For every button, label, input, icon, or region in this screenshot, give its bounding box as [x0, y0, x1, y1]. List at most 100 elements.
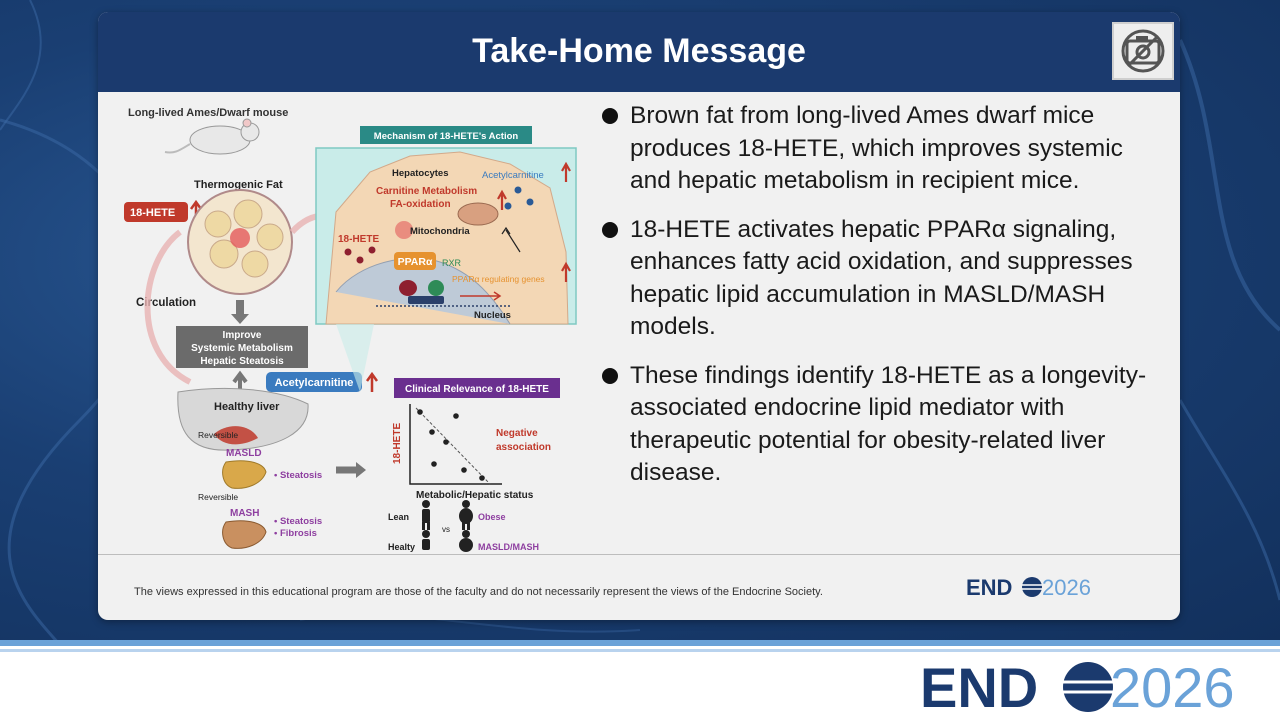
down-arrow-head: [231, 314, 249, 324]
negative-label: Negative: [496, 428, 538, 439]
healthy-person-icon: [422, 530, 430, 550]
slide-card: Take-Home Message Long-lived Ames/Dwarf …: [98, 12, 1180, 620]
obese-label: Obese: [478, 512, 506, 522]
endo-logo-large: END 2026: [920, 655, 1270, 720]
logo-end-text: END: [966, 575, 1012, 600]
acetylcarnitine-badge: [266, 372, 362, 392]
pathway-arrow: [505, 229, 521, 253]
scatter-point: [417, 409, 423, 415]
liver-spot: [214, 426, 258, 445]
ppara-receptor-icon: [399, 280, 417, 296]
up-arrow-metab-icon: [497, 189, 507, 210]
trend-line: [415, 407, 491, 485]
scatter-point: [461, 467, 467, 473]
ppara-genes-label: PPARα regulating genes: [452, 274, 545, 284]
hete-inner-label: 18-HETE: [338, 234, 379, 245]
logo-globe-icon: [1022, 577, 1042, 597]
rxr-receptor-icon: [428, 280, 444, 296]
acetylcarnitine-inner-label: Acetylcarnitine: [482, 170, 544, 181]
mash-liver-icon: [222, 520, 267, 549]
improve-steatosis-label: Hepatic Steatosis: [200, 356, 284, 367]
healty-label: Healty: [388, 542, 415, 552]
clinical-title-box: [394, 378, 560, 398]
bullet-item: These findings identify 18-HETE as a lon…: [598, 360, 1158, 490]
fa-oxidation-label: FA-oxidation: [390, 199, 451, 210]
up-arrow-acetyl-icon: [561, 161, 571, 182]
slide-header: [98, 12, 1180, 92]
hete-badge-label: 18-HETE: [130, 207, 175, 219]
masld-person-icon: [459, 530, 473, 552]
masld-label: MASLD: [226, 448, 262, 459]
molecule-dot: [526, 198, 534, 206]
slide-title: Take-Home Message: [472, 32, 806, 70]
bullet-dot-icon: [602, 221, 618, 238]
mouse-label: Long-lived Ames/Dwarf mouse: [128, 107, 288, 119]
steatosis-label: • Steatosis: [274, 470, 322, 481]
thermogenic-fat-label: Thermogenic Fat: [194, 179, 283, 191]
improve-systemic-label: Systemic Metabolism: [191, 343, 293, 354]
molecule-dot: [514, 186, 522, 194]
footer-divider: [98, 554, 1180, 555]
fat-tissue-icon: [187, 189, 293, 295]
scatter-point: [453, 413, 459, 419]
scatter-point: [431, 461, 437, 467]
mechanism-title: Mechanism of 18-HETE's Action: [374, 131, 519, 142]
mash-steatosis-label: • Steatosis: [274, 516, 322, 527]
scatter-point: [443, 439, 449, 445]
bullet-text: These findings identify 18-HETE as a lon…: [630, 361, 1147, 487]
masld-liver-icon: [222, 460, 267, 489]
bullet-dot-icon: [602, 367, 618, 384]
up-arrow-genes-icon: [561, 261, 571, 282]
scatter-axes: [409, 404, 502, 485]
bullet-dot-icon: [602, 108, 618, 124]
mouse-icon: [164, 118, 260, 155]
molecule-dot: [504, 202, 512, 210]
bottom-stripe-white: [0, 646, 1280, 649]
hete-dot: [368, 246, 376, 254]
bullet-text: 18-HETE activates hepatic PPARα signalin…: [630, 215, 1133, 341]
ppara-label: PPARα: [398, 256, 433, 268]
right-arrow-head: [356, 462, 366, 478]
lean-person-icon: [422, 500, 430, 530]
mash-fibrosis-label: • Fibrosis: [274, 528, 317, 539]
nucleus-label: Nucleus: [474, 310, 511, 321]
hepatocytes-label: Hepatocytes: [392, 168, 449, 179]
take-home-bullets: Brown fat from long-lived Ames dwarf mic…: [598, 100, 1158, 506]
zoom-connector: [336, 324, 374, 392]
reversible-label-2: Reversible: [198, 492, 238, 502]
association-label: association: [496, 442, 551, 453]
hete-badge: [124, 202, 188, 222]
clinical-title: Clinical Relevance of 18-HETE: [405, 384, 549, 395]
dna-bar: [408, 296, 444, 304]
bullet-item: Brown fat from long-lived Ames dwarf mic…: [598, 100, 1158, 198]
bullet-text: Brown fat from long-lived Ames dwarf mic…: [630, 102, 1123, 194]
obese-person-icon: [459, 500, 473, 530]
improve-box: [176, 326, 308, 368]
reversible-label-1: Reversible: [198, 430, 238, 440]
circulation-arrow: [144, 229, 192, 385]
brand-globe-icon: [1063, 662, 1113, 712]
disclaimer-text: The views expressed in this educational …: [134, 586, 823, 598]
bottom-stripe-light: [0, 649, 1280, 652]
lean-label: Lean: [388, 512, 409, 522]
mechanism-figure: Long-lived Ames/Dwarf mouse Thermogenic …: [110, 92, 590, 552]
mitochondria-label: Mitochondria: [410, 226, 470, 237]
hete-dot: [356, 256, 364, 264]
scatter-point: [479, 475, 485, 481]
logo-year-text: 2026: [1042, 575, 1091, 600]
y-axis-label: 18-HETE: [392, 423, 403, 464]
vs-label: vs: [442, 525, 450, 534]
bottom-stripe: [0, 640, 1280, 646]
ppara-box: [394, 252, 436, 270]
brand-end-text: END: [920, 656, 1038, 715]
circulation-label: Circulation: [136, 297, 196, 309]
mechanism-title-box: [360, 126, 532, 144]
no-camera-icon[interactable]: [1112, 22, 1174, 80]
mash-label: MASH: [230, 508, 259, 519]
brand-year-text: 2026: [1110, 656, 1235, 715]
mitochondria-icon: [457, 202, 499, 226]
healthy-liver-label: Healthy liver: [214, 401, 280, 413]
scatter-point: [429, 429, 435, 435]
x-axis-label: Metabolic/Hepatic status: [416, 490, 534, 501]
hete-glow: [395, 221, 413, 239]
